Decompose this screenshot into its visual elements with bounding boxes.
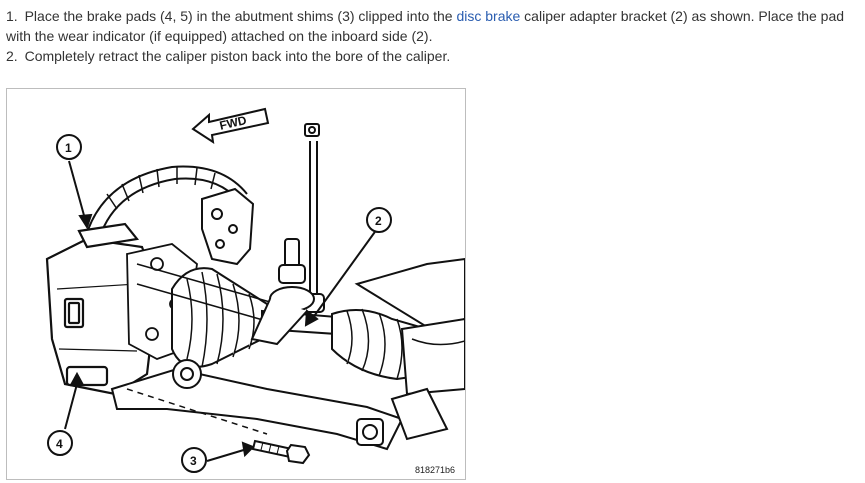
cv-boot-inner [171, 267, 272, 368]
stabilizer-link [301, 123, 325, 313]
step-2-text: Completely retract the caliper piston ba… [24, 48, 451, 64]
steering-knuckle [201, 187, 255, 266]
callout-4: 4 [47, 430, 73, 456]
step-1-number: 1. [6, 8, 18, 24]
caliper-body [45, 222, 159, 396]
disc-brake-link[interactable]: disc brake [456, 8, 521, 24]
figure-id: 818271b6 [415, 465, 455, 475]
svg-text:2: 2 [375, 214, 382, 228]
step-1-text-after: caliper adapter bracket (2) as shown. Pl… [6, 8, 845, 44]
step-1: 1. Place the brake pads (4, 5) in the ab… [6, 6, 862, 46]
callout-2: 2 [366, 207, 392, 233]
tie-rod-end [250, 238, 315, 346]
step-1-text-before: Place the brake pads (4, 5) in the abutm… [24, 8, 457, 24]
diagram-drawing: FWD [45, 107, 465, 475]
fwd-label: FWD [218, 113, 248, 133]
svg-text:3: 3 [190, 454, 197, 468]
instruction-text: 1. Place the brake pads (4, 5) in the ab… [6, 6, 862, 66]
step-2: 2. Completely retract the caliper piston… [6, 46, 862, 66]
step-2-number: 2. [6, 48, 18, 64]
callout-3: 3 [181, 447, 207, 473]
brake-rotor [84, 165, 248, 240]
svg-text:1: 1 [65, 141, 72, 155]
callout-leaders [64, 160, 378, 462]
lower-control-arm [110, 359, 449, 451]
steering-gear [354, 257, 465, 396]
forward-arrow-icon: FWD [191, 107, 270, 145]
bolt-centerline [126, 388, 268, 435]
svg-text:4: 4 [56, 437, 63, 451]
brake-caliper-diagram: FWD [6, 88, 466, 480]
caliper-bolt [251, 439, 311, 465]
callout-1: 1 [56, 134, 82, 160]
